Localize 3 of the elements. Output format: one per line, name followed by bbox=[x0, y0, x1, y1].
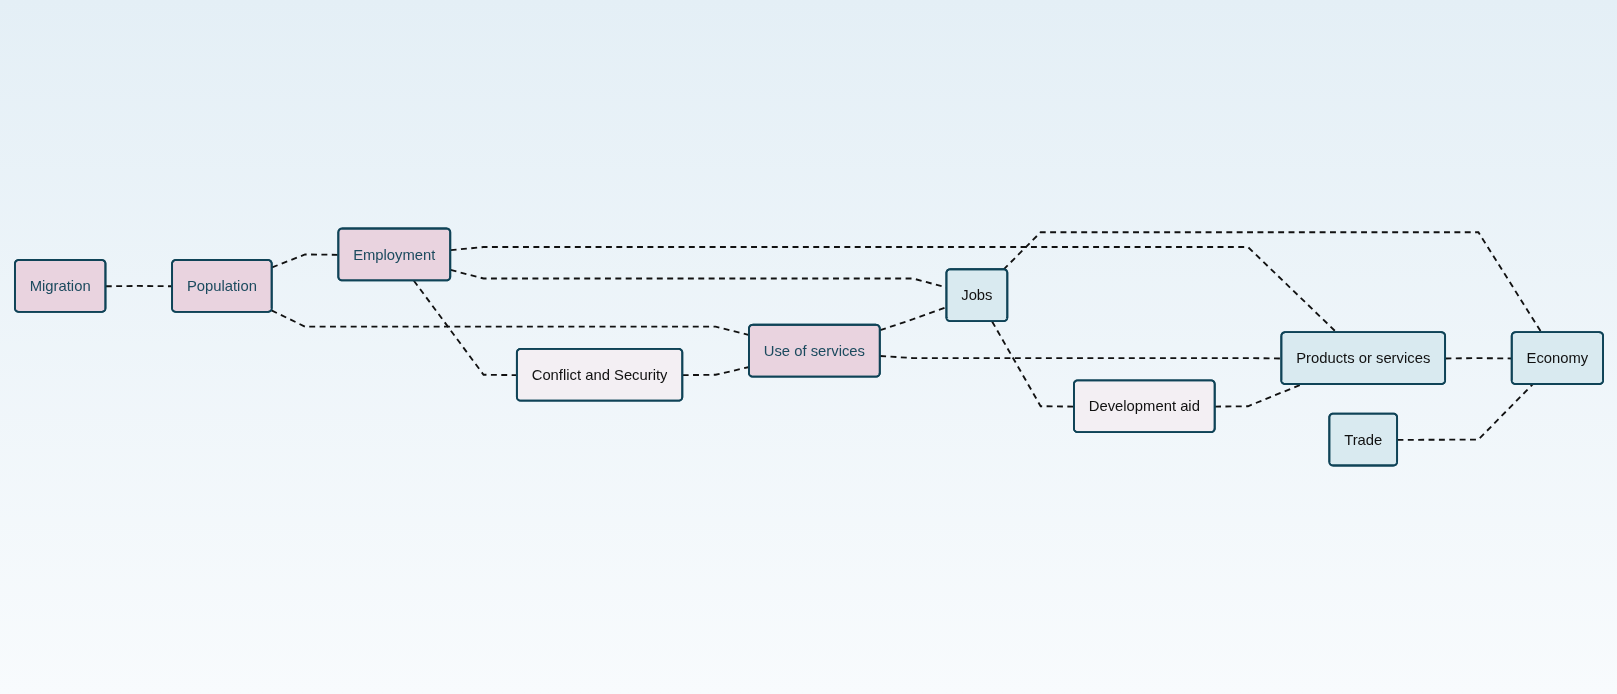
connector bbox=[1002, 231, 1542, 334]
connector bbox=[449, 246, 1338, 334]
connector bbox=[1396, 383, 1534, 441]
